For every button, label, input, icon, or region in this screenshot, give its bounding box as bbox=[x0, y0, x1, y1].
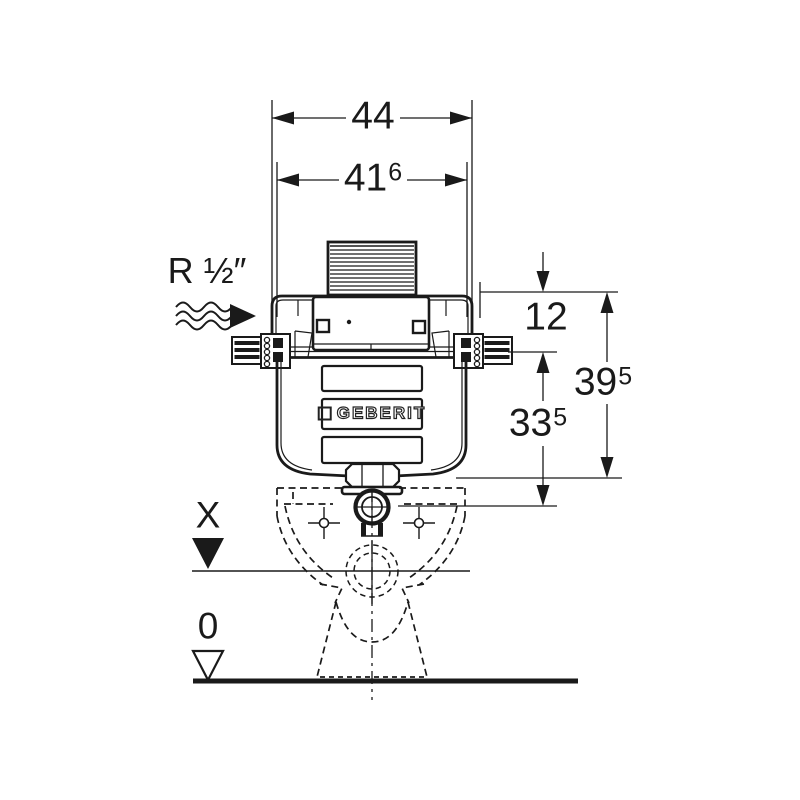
dimension-41-6 bbox=[277, 173, 467, 187]
dimension-label-41-6: 416 bbox=[340, 158, 406, 198]
arrow-left-icon bbox=[272, 111, 294, 125]
arrow-left-icon bbox=[277, 173, 299, 187]
arrow-down-icon bbox=[536, 271, 550, 292]
dimension-39-5 bbox=[600, 292, 614, 478]
arrow-down-icon bbox=[600, 457, 614, 478]
level-x-triangle-icon bbox=[192, 538, 224, 569]
panel-hole-left bbox=[315, 318, 331, 334]
dimension-label-39-5: 395 bbox=[570, 362, 636, 402]
dimension-33-5 bbox=[536, 352, 550, 506]
dimension-12 bbox=[536, 252, 550, 292]
access-panel bbox=[311, 295, 431, 352]
arrow-up-icon bbox=[536, 352, 550, 373]
level-zero-label: 0 bbox=[194, 607, 222, 645]
dimension-label-44: 44 bbox=[348, 96, 398, 136]
brand-panel bbox=[320, 397, 424, 431]
wall-bracket-left bbox=[231, 333, 291, 369]
level-zero-triangle-icon bbox=[191, 649, 225, 683]
brand-logo-square-icon bbox=[317, 406, 332, 420]
water-supply-arrow-icon bbox=[175, 301, 256, 331]
arrow-down-icon bbox=[536, 485, 550, 506]
dimension-label-12: 12 bbox=[521, 297, 571, 337]
dimension-44 bbox=[272, 111, 472, 125]
arrow-right-icon bbox=[445, 173, 467, 187]
height-reference-lines bbox=[398, 291, 622, 507]
panel-center-dot bbox=[346, 319, 352, 325]
width-extension-lines bbox=[271, 100, 481, 318]
cistern-top-pipe bbox=[326, 240, 418, 297]
dimension-label-33-5: 335 bbox=[505, 403, 571, 443]
level-zero-marker bbox=[191, 649, 578, 684]
arrow-up-icon bbox=[600, 292, 614, 313]
wall-bracket-right bbox=[453, 333, 513, 369]
arrow-right-icon bbox=[450, 111, 472, 125]
supply-connection-label: R ½″ bbox=[164, 253, 250, 289]
brand-logo-text: GEBERIT bbox=[336, 403, 427, 423]
brand-logo: GEBERIT bbox=[317, 403, 427, 423]
cistern-cover bbox=[270, 294, 474, 359]
level-x-label: X bbox=[192, 496, 224, 534]
fixing-points bbox=[308, 507, 435, 539]
level-x-marker bbox=[192, 538, 470, 572]
panel-hole-right bbox=[411, 319, 427, 335]
